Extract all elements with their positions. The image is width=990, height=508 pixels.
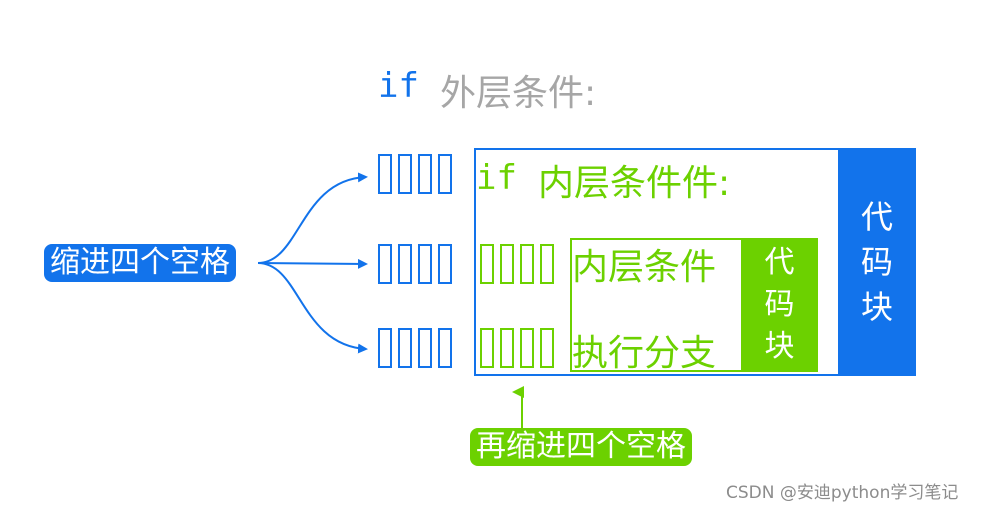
reindent-four-spaces-label: 再缩进四个空格 — [470, 428, 692, 466]
outer-if-keyword: if — [378, 66, 419, 106]
inner-block-char: 块 — [764, 329, 795, 364]
space-placeholder — [500, 244, 514, 284]
outer-block-char: 码 — [860, 242, 893, 281]
space-placeholder — [480, 244, 494, 284]
space-placeholder — [398, 154, 412, 194]
inner-if-keyword: if — [476, 158, 517, 198]
space-placeholder — [418, 244, 432, 284]
space-placeholder — [438, 328, 452, 368]
indent-four-spaces-label: 缩进四个空格 — [44, 244, 236, 282]
outer-block-char: 代 — [860, 197, 893, 236]
space-placeholder — [418, 328, 432, 368]
space-placeholder — [500, 328, 514, 368]
watermark: CSDN @安迪python学习笔记 — [726, 483, 959, 503]
indent-placeholder-row-3 — [378, 328, 452, 368]
outer-block-char: 块 — [860, 287, 893, 326]
space-placeholder — [378, 244, 392, 284]
space-placeholder — [520, 244, 534, 284]
inner-condition: 内层条件件: — [538, 163, 731, 204]
space-placeholder — [398, 244, 412, 284]
space-placeholder — [438, 154, 452, 194]
inner-line-condition: 内层条件 — [572, 247, 717, 288]
space-placeholder — [438, 244, 452, 284]
space-placeholder — [378, 154, 392, 194]
indent-placeholder-row-1 — [378, 154, 452, 194]
space-placeholder — [398, 328, 412, 368]
inner-block-char: 代 — [764, 245, 795, 280]
space-placeholder — [418, 154, 432, 194]
indent-placeholder-row-2 — [378, 244, 452, 284]
inner-line-branch: 执行分支 — [572, 333, 717, 374]
inner-block-char: 码 — [764, 287, 795, 322]
space-placeholder — [540, 328, 554, 368]
arrow-to-row-2 — [257, 258, 368, 269]
space-placeholder — [520, 328, 534, 368]
reindent-placeholder-row-1 — [480, 244, 554, 284]
reindent-placeholder-row-2 — [480, 328, 554, 368]
arrow-to-row-1 — [257, 172, 368, 264]
outer-code-block: 代 码 块 — [838, 148, 916, 376]
outer-condition: 外层条件: — [440, 73, 597, 114]
space-placeholder — [480, 328, 494, 368]
space-placeholder — [540, 244, 554, 284]
inner-code-block: 代 码 块 — [741, 238, 818, 372]
arrow-to-row-3 — [257, 262, 368, 354]
space-placeholder — [378, 328, 392, 368]
